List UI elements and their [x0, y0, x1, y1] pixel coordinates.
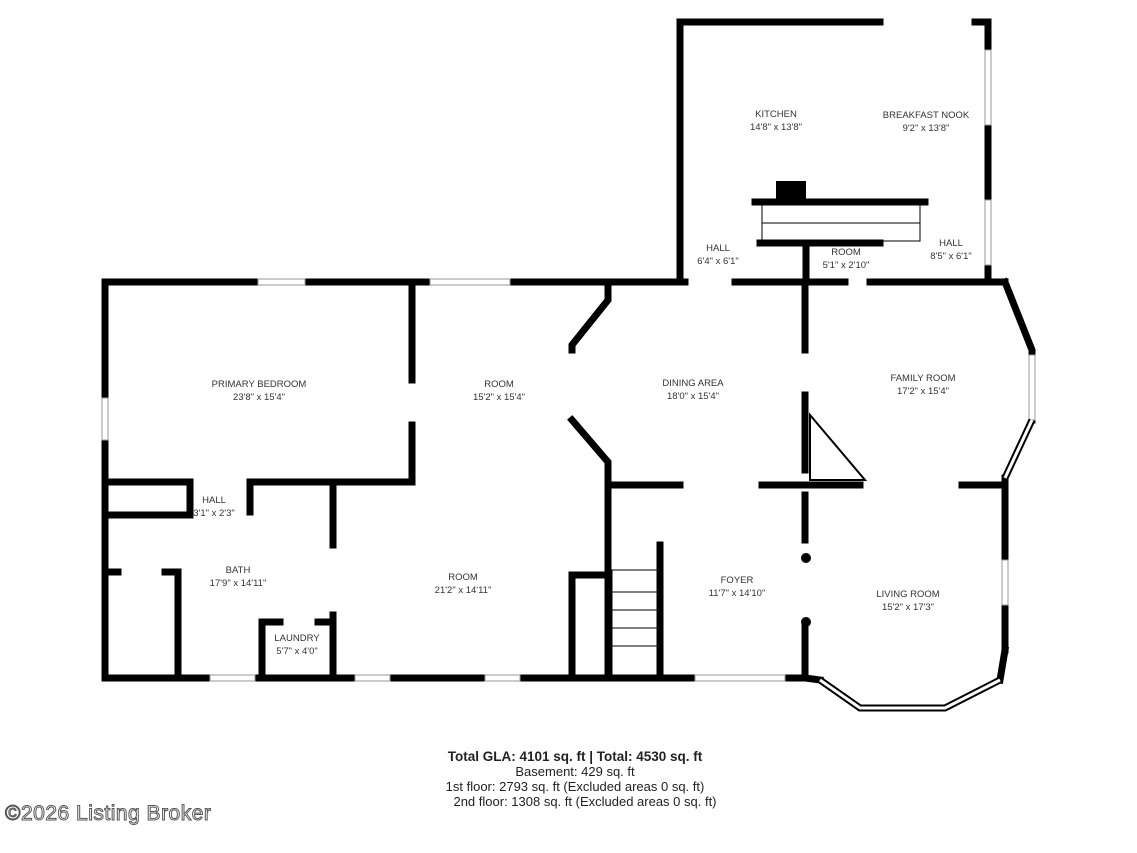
room-name: FAMILY ROOM [890, 373, 956, 384]
room-size: 17'9" x 14'11" [209, 578, 267, 589]
room-name: ROOM [484, 379, 514, 390]
room-label-laundry: LAUNDRY 5'7" x 4'0" [274, 632, 319, 658]
room-size: 5'7" x 4'0" [276, 646, 318, 657]
room-label-room: ROOM 15'2" x 15'4" [473, 378, 525, 404]
room-size: 14'8" x 13'8" [749, 122, 803, 133]
room-name: LAUNDRY [274, 633, 320, 644]
room-name: ROOM [448, 572, 478, 583]
room-label-dining-area: DINING AREA 18'0" x 15'4" [662, 377, 723, 403]
room-label-living-room: LIVING ROOM 15'2" x 17'3" [876, 588, 939, 614]
room-size: 6'4" x 6'1" [697, 256, 739, 267]
total-area: Total GLA: 4101 sq. ft | Total: 4530 sq.… [447, 749, 703, 764]
room-label-foyer: FOYER 11'7" x 14'10" [709, 574, 766, 600]
room-label-hall: HALL 3'1" x 2'3" [193, 494, 235, 520]
room-label-room: ROOM 5'1" x 2'10" [823, 246, 870, 272]
room-name: HALL [706, 243, 730, 254]
room-size: 5'1" x 2'10" [822, 260, 870, 271]
room-size: 18'0" x 15'4" [666, 391, 720, 402]
room-name: FOYER [720, 575, 754, 586]
room-label-kitchen: KITCHEN 14'8" x 13'8" [750, 108, 802, 134]
room-size: 11'7" x 14'10" [708, 588, 766, 599]
room-name: ROOM [831, 247, 861, 258]
area-summary: Total GLA: 4101 sq. ft | Total: 4530 sq.… [433, 749, 717, 809]
second-floor-area: 2nd floor: 1308 sq. ft (Excluded areas 0… [453, 794, 717, 809]
room-label-room: ROOM 21'2" x 14'11" [435, 571, 492, 597]
room-size: 8'5" x 6'1" [930, 251, 972, 262]
room-name: HALL [939, 238, 963, 249]
room-size: 15'2" x 15'4" [472, 392, 526, 403]
basement-area: Basement: 429 sq. ft [515, 764, 635, 779]
room-name: BATH [225, 565, 251, 576]
windows [101, 49, 1036, 712]
stairs [611, 204, 921, 676]
room-label-hall: HALL 8'5" x 6'1" [930, 237, 972, 263]
room-name: BREAKFAST NOOK [882, 110, 970, 121]
room-name: PRIMARY BEDROOM [211, 379, 307, 390]
watermark: ©2026 Listing Broker [4, 802, 212, 826]
room-label-hall: HALL 6'4" x 6'1" [697, 242, 739, 268]
room-label-primary-bedroom: PRIMARY BEDROOM 23'8" x 15'4" [212, 378, 307, 404]
walls [101, 18, 1036, 685]
room-label-family-room: FAMILY ROOM 17'2" x 15'4" [890, 372, 955, 398]
room-name: LIVING ROOM [876, 589, 940, 600]
room-label-bath: BATH 17'9" x 14'11" [210, 564, 267, 590]
room-size: 9'2" x 13'8" [902, 123, 950, 134]
room-size: 15'2" x 17'3" [881, 602, 935, 613]
room-label-breakfast-nook: BREAKFAST NOOK 9'2" x 13'8" [883, 109, 969, 135]
room-size: 17'2" x 15'4" [896, 386, 950, 397]
room-size: 23'8" x 15'4" [232, 392, 286, 403]
room-size: 21'2" x 14'11" [434, 585, 492, 596]
room-size: 3'1" x 2'3" [193, 508, 235, 519]
first-floor-area: 1st floor: 2793 sq. ft (Excluded areas 0… [445, 779, 705, 794]
room-name: HALL [202, 495, 226, 506]
room-name: DINING AREA [662, 378, 724, 389]
room-name: KITCHEN [755, 109, 797, 120]
